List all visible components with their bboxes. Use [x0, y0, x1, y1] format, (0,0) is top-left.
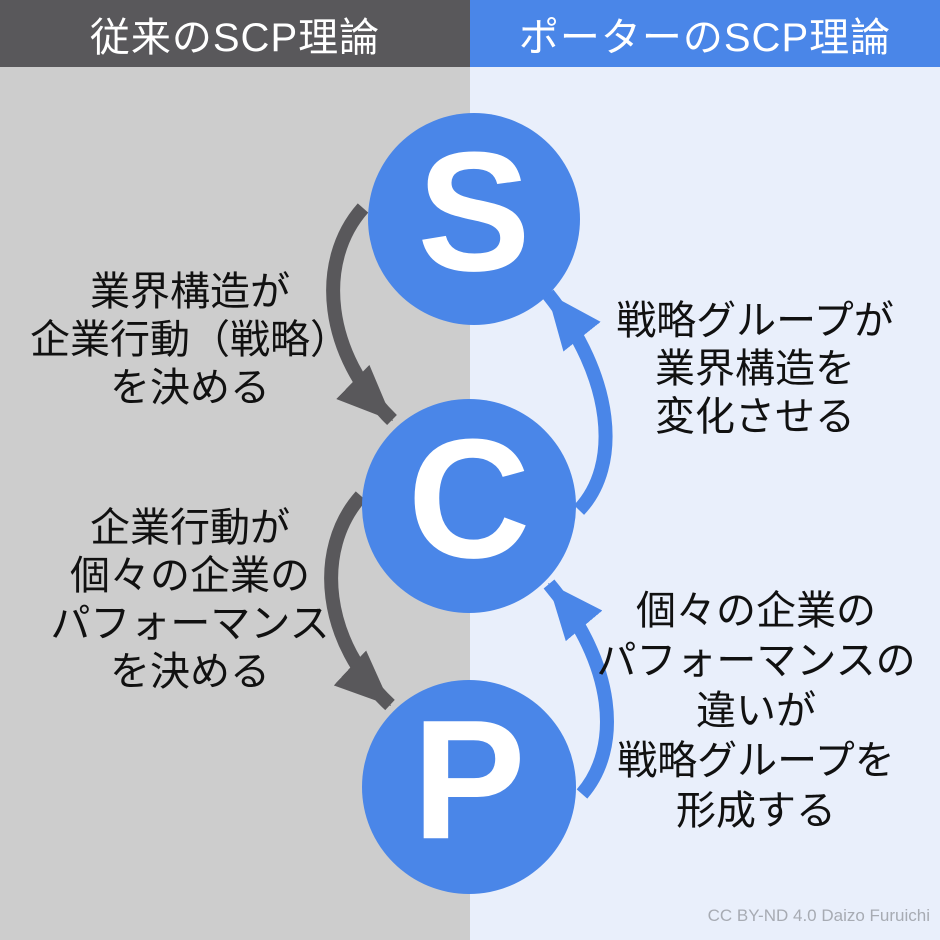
node-conduct-circle: C	[362, 399, 576, 613]
arrow-s-to-c-icon	[326, 203, 397, 426]
node-structure-circle: S	[368, 113, 580, 325]
node-performance-circle: P	[362, 680, 576, 894]
arrow-c-to-p-icon	[324, 491, 395, 711]
header-traditional-label: 従来のSCP理論	[89, 15, 381, 60]
annotation-conduct-determines-performance: 企業行動が 個々の企業の パフォーマンス を決める	[50, 506, 330, 694]
node-performance-letter: P	[412, 685, 526, 876]
license-credit: CC BY-ND 4.0 Daizo Furuichi	[707, 906, 930, 925]
node-structure-letter: S	[417, 117, 531, 308]
annotation-performance-differences-form-groups: 個々の企業の パフォーマンスの 違いが 戦略グループを 形成する	[596, 589, 916, 833]
annotation-strategic-groups-change-structure: 戦略グループが 業界構造を 変化させる	[616, 299, 894, 439]
arrow-p-to-c-icon	[543, 579, 614, 799]
header-traditional-scp: 従来のSCP理論	[0, 0, 470, 67]
arrow-c-to-s-icon	[542, 289, 613, 515]
header-porter-scp: ポーターのSCP理論	[470, 0, 940, 67]
header-porter-label: ポーターのSCP理論	[518, 15, 892, 60]
node-conduct-letter: C	[407, 404, 531, 595]
annotation-structure-determines-conduct: 業界構造が 企業行動（戦略） を決める	[30, 270, 350, 410]
